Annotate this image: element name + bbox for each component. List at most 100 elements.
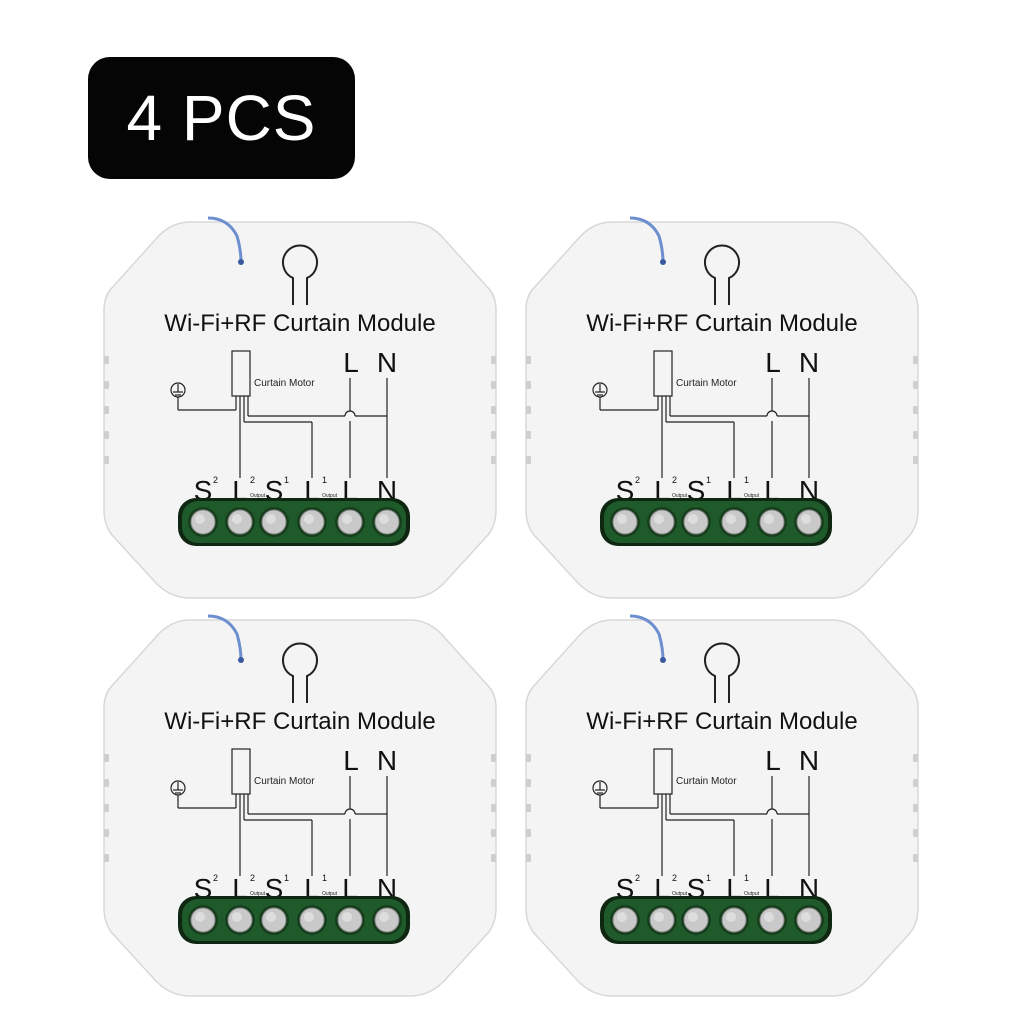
- terminal-sup-2: 1: [284, 475, 289, 485]
- vent-slot: [913, 804, 918, 812]
- terminal-sup-3: 1: [322, 475, 327, 485]
- terminal-screw: [372, 507, 402, 537]
- terminal-screw: [259, 507, 289, 537]
- terminal-screw: [297, 905, 327, 935]
- wiring-diagram: [657, 776, 810, 876]
- vent-slot: [526, 456, 531, 464]
- keyhole-slot: [282, 642, 318, 703]
- motor-label: Curtain Motor: [676, 776, 737, 787]
- terminal-sup-1: 2: [250, 873, 255, 883]
- terminal-sup-0: 2: [635, 475, 640, 485]
- motor-label: Curtain Motor: [254, 776, 315, 787]
- motor-label: Curtain Motor: [254, 378, 315, 389]
- terminal-sub-1: Output: [672, 493, 688, 499]
- terminal-screw: [681, 905, 711, 935]
- quantity-badge-label: 4 PCS: [126, 82, 317, 154]
- antenna-wire: [207, 614, 243, 661]
- terminal-sup-0: 2: [635, 873, 640, 883]
- ground-icon: [592, 780, 658, 809]
- vent-slot: [526, 356, 531, 364]
- vent-slot: [491, 431, 496, 439]
- terminal-sup-1: 2: [250, 475, 255, 485]
- terminal-sup-2: 1: [706, 873, 711, 883]
- terminal-sup-1: 2: [672, 475, 677, 485]
- terminal-screw: [647, 905, 677, 935]
- wiring-diagram: [657, 378, 810, 478]
- vent-slot: [104, 754, 109, 762]
- vent-slot: [526, 829, 531, 837]
- ground-icon: [170, 780, 236, 809]
- vent-slot: [491, 406, 496, 414]
- vent-slot: [526, 406, 531, 414]
- antenna-hole: [660, 657, 666, 663]
- terminal-sup-3: 1: [322, 873, 327, 883]
- terminal-screw: [188, 507, 218, 537]
- top-terminal-n: N: [377, 745, 397, 776]
- ground-icon: [170, 382, 236, 411]
- top-terminal-l: L: [343, 347, 359, 378]
- terminal-sub-1: Output: [250, 891, 266, 897]
- terminal-screw: [794, 507, 824, 537]
- terminal-sup-3: 1: [744, 873, 749, 883]
- vent-slot: [526, 854, 531, 862]
- antenna-wire: [207, 216, 243, 263]
- vent-slot: [104, 431, 109, 439]
- antenna-hole: [238, 657, 244, 663]
- vent-slot: [913, 406, 918, 414]
- vent-slot: [913, 381, 918, 389]
- vent-slot: [491, 356, 496, 364]
- terminal-screw: [188, 905, 218, 935]
- top-terminal-l: L: [765, 745, 781, 776]
- terminal-screw: [335, 507, 365, 537]
- top-terminal-l: L: [343, 745, 359, 776]
- top-terminal-l: L: [765, 347, 781, 378]
- vent-slot: [104, 456, 109, 464]
- vent-slot: [913, 854, 918, 862]
- terminal-screw: [225, 905, 255, 935]
- quantity-badge: 4 PCS: [88, 57, 355, 179]
- motor-box: [653, 350, 673, 397]
- terminal-sup-1: 2: [672, 873, 677, 883]
- terminal-sup-0: 2: [213, 475, 218, 485]
- module-title: Wi-Fi+RF Curtain Module: [586, 708, 857, 735]
- wiring-diagram: [235, 378, 388, 478]
- vent-slot: [104, 406, 109, 414]
- antenna-hole: [660, 259, 666, 265]
- terminal-sub-3: Output: [322, 891, 338, 897]
- terminal-sub-3: Output: [744, 891, 760, 897]
- vent-slot: [104, 356, 109, 364]
- terminal-sub-1: Output: [672, 891, 688, 897]
- module-title: Wi-Fi+RF Curtain Module: [164, 310, 435, 337]
- vent-slot: [913, 754, 918, 762]
- terminal-screw: [647, 507, 677, 537]
- terminal-screw: [225, 507, 255, 537]
- terminal-sub-3: Output: [322, 493, 338, 499]
- terminal-screw: [757, 507, 787, 537]
- antenna-hole: [238, 259, 244, 265]
- vent-slot: [104, 779, 109, 787]
- top-terminal-n: N: [799, 347, 819, 378]
- vent-slot: [913, 431, 918, 439]
- terminal-screw: [610, 507, 640, 537]
- vent-slot: [491, 779, 496, 787]
- terminal-sup-3: 1: [744, 475, 749, 485]
- vent-slot: [526, 431, 531, 439]
- terminal-screw: [297, 507, 327, 537]
- terminal-sup-2: 1: [284, 873, 289, 883]
- ground-icon: [592, 382, 658, 411]
- terminal-sup-2: 1: [706, 475, 711, 485]
- keyhole-slot: [282, 244, 318, 305]
- vent-slot: [491, 854, 496, 862]
- vent-slot: [913, 779, 918, 787]
- vent-slot: [913, 356, 918, 364]
- vent-slot: [913, 829, 918, 837]
- vent-slot: [526, 381, 531, 389]
- vent-slot: [104, 829, 109, 837]
- vent-slot: [104, 381, 109, 389]
- motor-label: Curtain Motor: [676, 378, 737, 389]
- terminal-screw: [259, 905, 289, 935]
- terminal-screw: [719, 507, 749, 537]
- terminal-sup-0: 2: [213, 873, 218, 883]
